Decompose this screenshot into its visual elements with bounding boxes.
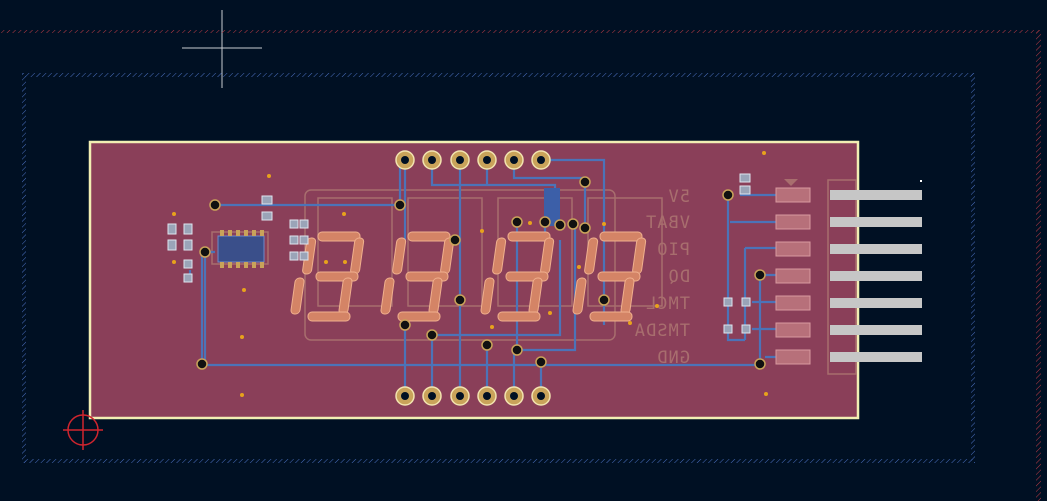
copper-track-wide <box>544 188 560 226</box>
label-dq: DQ <box>668 267 690 287</box>
pin1-marker-icon <box>784 179 798 186</box>
connector-labels: 5V VBAT PIO DQ TMCL TMSDA GND <box>634 187 690 368</box>
label-tmsda: TMSDA <box>634 321 690 341</box>
vias[interactable] <box>196 176 766 370</box>
smd-passives[interactable] <box>167 173 751 334</box>
crosshair-icon <box>63 410 103 450</box>
ic-chip[interactable] <box>217 230 265 268</box>
label-tmcl: TMCL <box>645 294 690 314</box>
stitching-dots <box>172 151 768 397</box>
seven-segment-display <box>290 231 647 322</box>
through-hole-pads-top[interactable] <box>395 150 551 170</box>
pin-header[interactable] <box>775 179 922 365</box>
board-copper-fill <box>90 142 858 418</box>
grid-origin-icon <box>920 180 922 182</box>
label-5v: 5V <box>668 187 690 207</box>
label-vbat: VBAT <box>645 213 690 233</box>
through-hole-pads-bottom[interactable] <box>395 386 551 406</box>
label-gnd: GND <box>656 348 690 368</box>
label-pio: PIO <box>656 240 690 260</box>
outer-courtyard <box>0 30 1041 501</box>
inner-courtyard <box>22 73 975 463</box>
